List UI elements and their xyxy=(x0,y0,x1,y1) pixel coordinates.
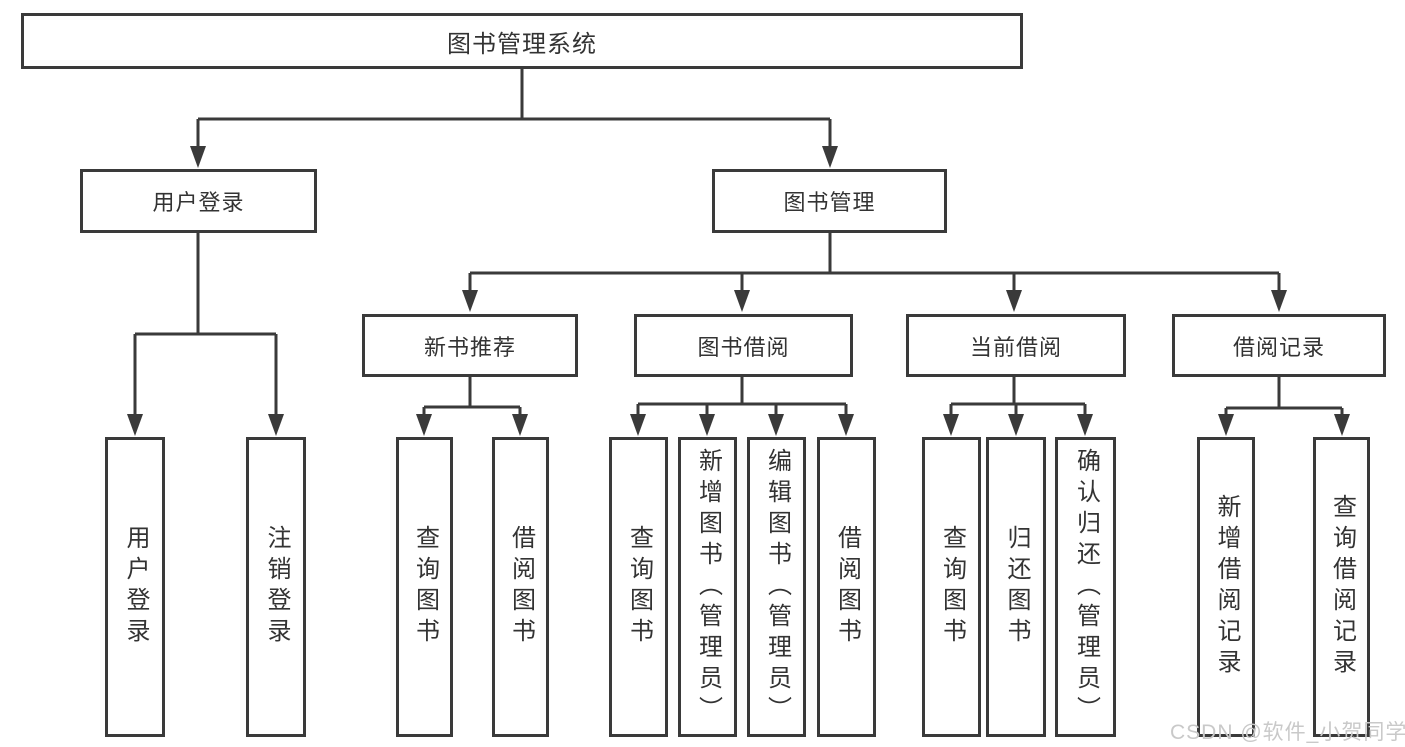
leaf-borrow-books: 借阅图书 xyxy=(817,437,876,737)
leaf-logout: 注销登录 xyxy=(246,437,306,737)
leaf-query-borrow-record: 查询借阅记录 xyxy=(1313,437,1370,737)
leaf-return-book: 归还图书 xyxy=(986,437,1046,737)
leaf-query-books-recommend: 查询图书 xyxy=(396,437,453,737)
csdn-watermark: CSDN @软件_小贺同学 xyxy=(1170,721,1405,744)
leaf-add-borrow-record: 新增借阅记录 xyxy=(1197,437,1255,737)
leaf-confirm-return-admin: 确认归还（管理员） xyxy=(1055,437,1116,737)
node-new-book-recommend: 新书推荐 xyxy=(362,314,578,377)
leaf-edit-book-admin: 编辑图书（管理员） xyxy=(747,437,806,737)
edge-book-borrow-children xyxy=(630,377,854,436)
edge-current-borrow-children xyxy=(943,377,1093,436)
node-current-borrow: 当前借阅 xyxy=(906,314,1126,377)
node-book-management: 图书管理 xyxy=(712,169,947,233)
edge-new-book-recommend-children xyxy=(416,377,528,436)
leaf-user-login: 用户登录 xyxy=(105,437,165,737)
leaf-add-book-admin: 新增图书（管理员） xyxy=(678,437,737,737)
edge-user-login-children xyxy=(127,233,284,436)
leaf-query-books-current: 查询图书 xyxy=(922,437,981,737)
edge-book-management-children xyxy=(462,233,1287,312)
leaf-query-books-borrow: 查询图书 xyxy=(609,437,668,737)
node-library-management-system: 图书管理系统 xyxy=(21,13,1023,69)
edge-borrow-records-children xyxy=(1218,377,1350,436)
node-borrow-records: 借阅记录 xyxy=(1172,314,1386,377)
node-user-login: 用户登录 xyxy=(80,169,317,233)
node-book-borrow: 图书借阅 xyxy=(634,314,853,377)
edge-root-to-level2 xyxy=(190,69,838,168)
leaf-borrow-books-recommend: 借阅图书 xyxy=(492,437,549,737)
